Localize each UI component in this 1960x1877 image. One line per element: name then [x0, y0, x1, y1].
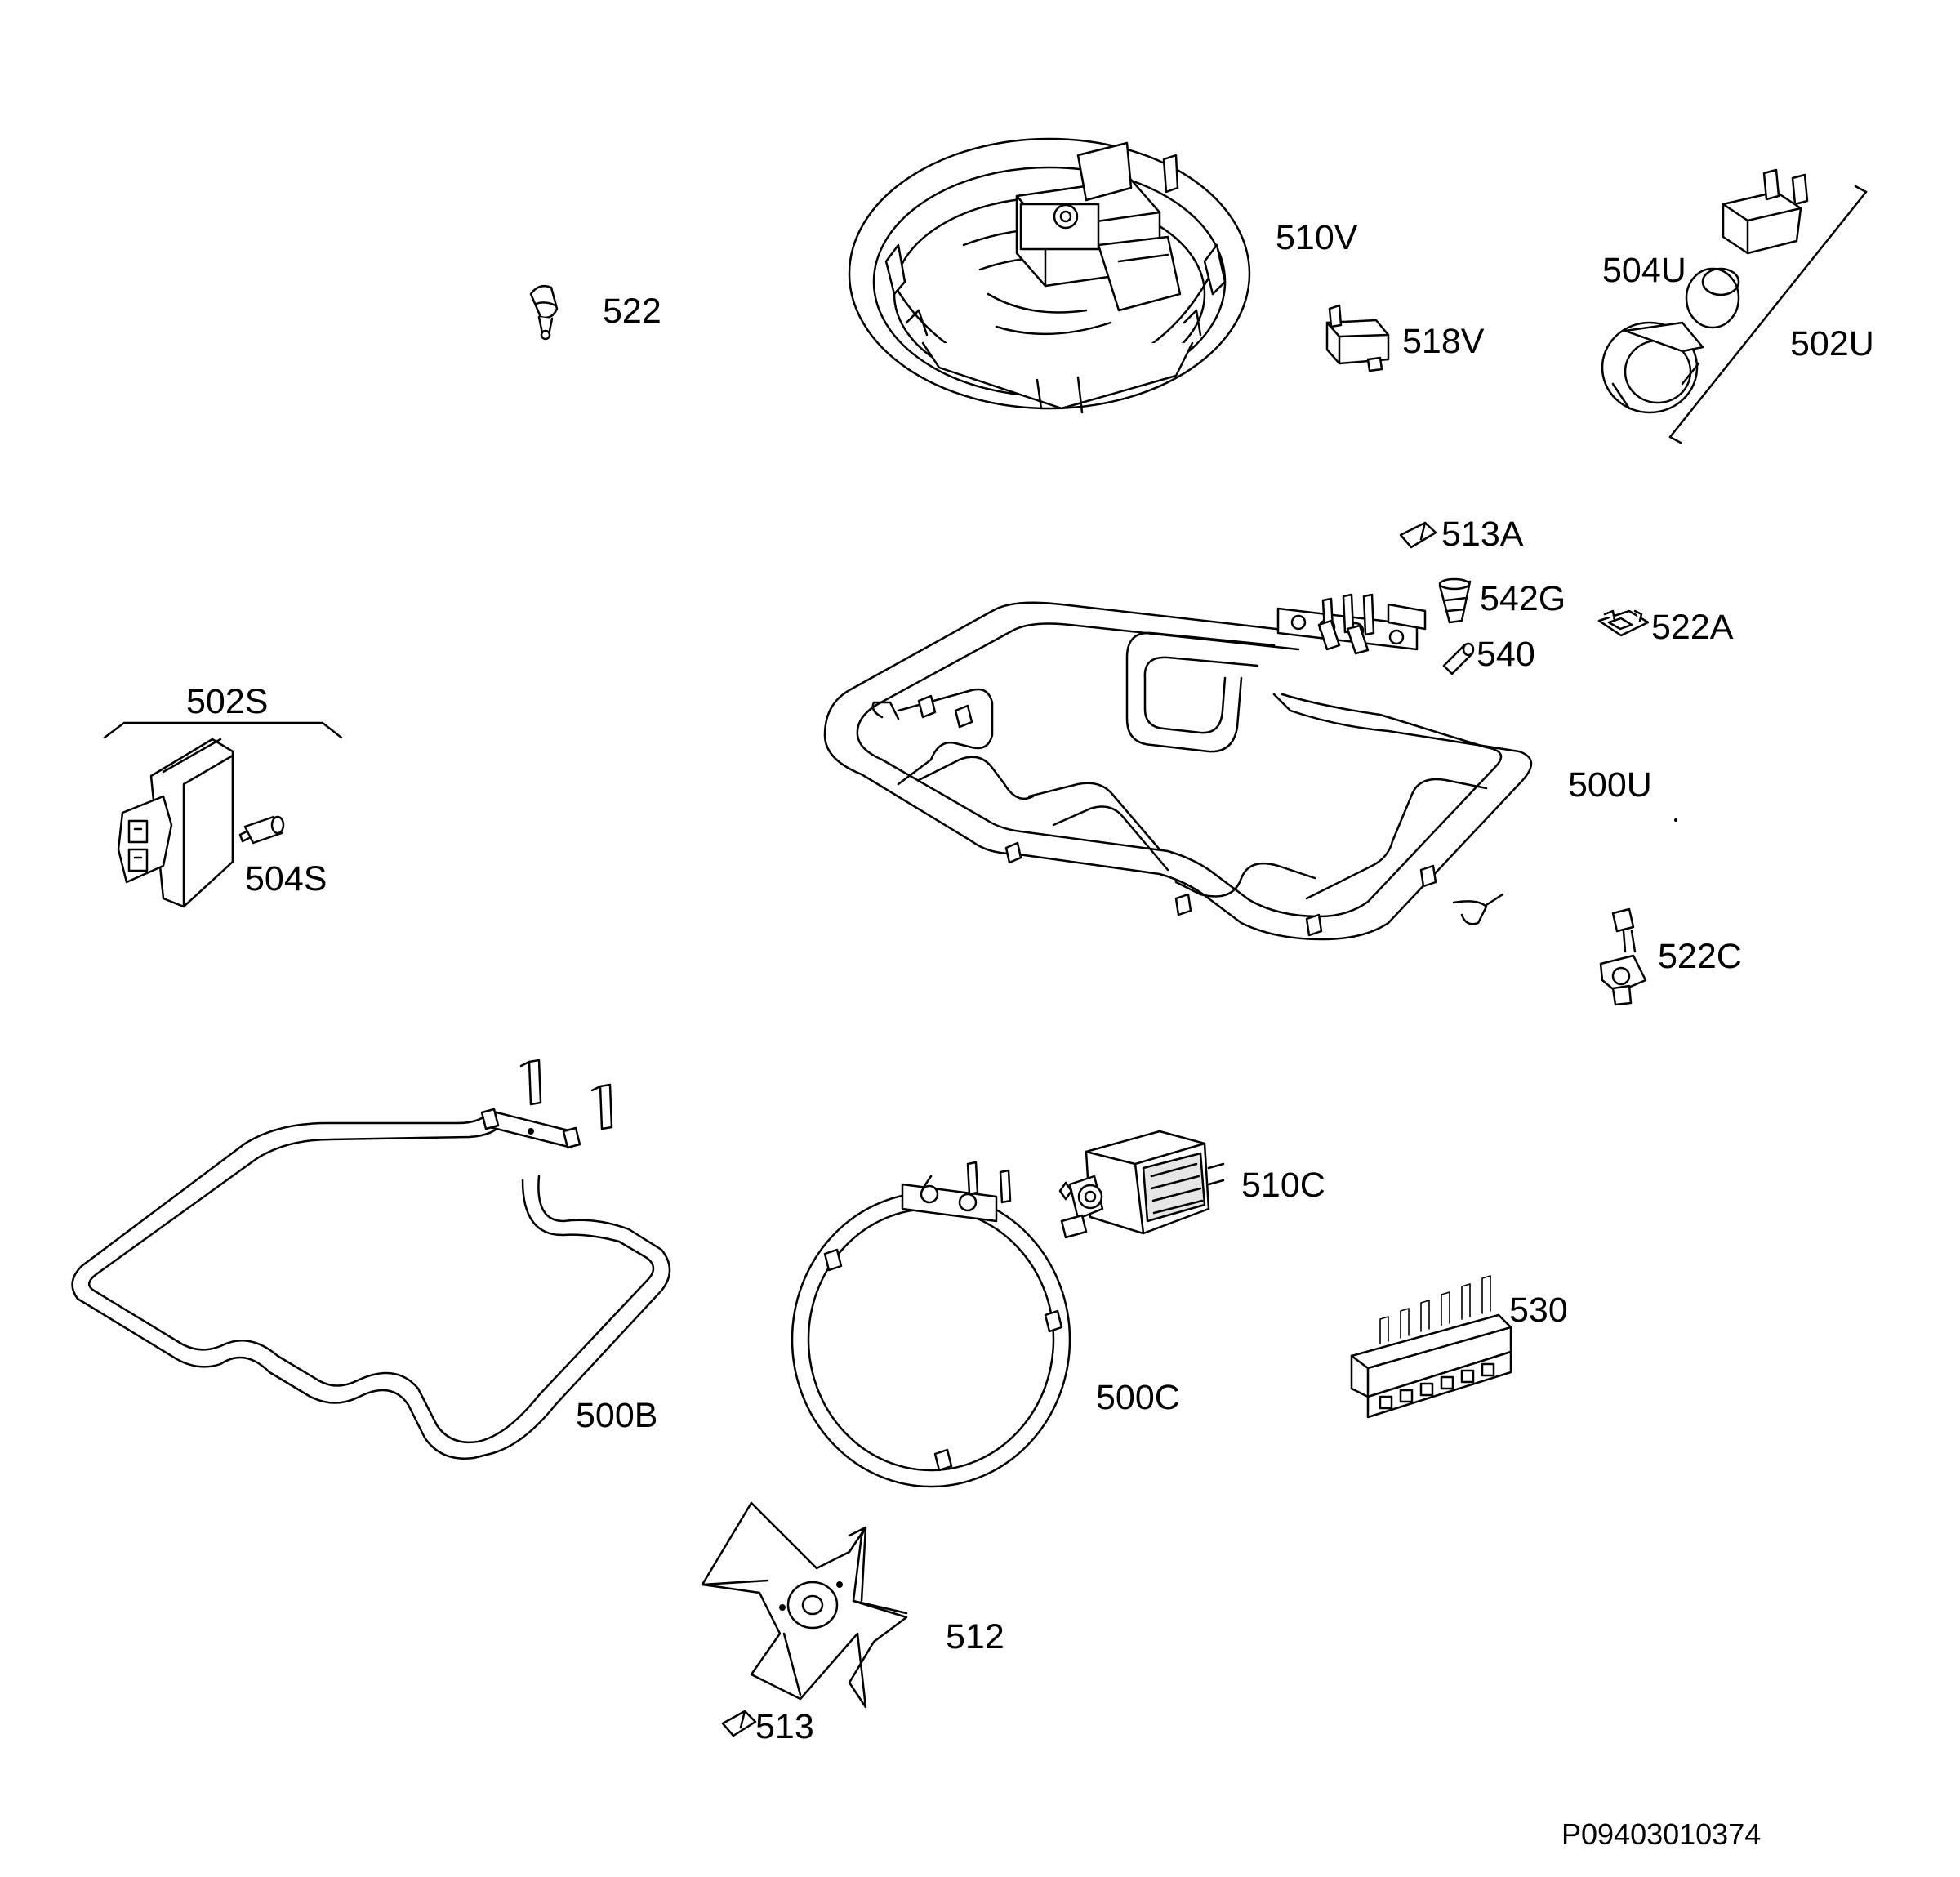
bottom-element-500b	[71, 1059, 671, 1460]
sleeve-540	[1442, 642, 1475, 675]
part-label-513: 513	[755, 1707, 814, 1746]
part-label-510c: 510C	[1241, 1166, 1325, 1205]
part-label-502s: 502S	[186, 682, 269, 721]
grill-element-500u	[823, 593, 1533, 941]
nut-513	[721, 1710, 757, 1737]
part-label-513a: 513A	[1441, 515, 1524, 554]
part-label-522c: 522C	[1658, 937, 1742, 976]
terminal-block-530	[1350, 1275, 1512, 1419]
fan-motor-assembly-510v	[848, 137, 1251, 414]
part-label-502u: 502U	[1790, 324, 1874, 363]
part-label-518v: 518V	[1402, 322, 1485, 361]
sensor-bracket-518v	[1325, 304, 1390, 372]
part-label-500c: 500C	[1096, 1378, 1180, 1417]
part-label-522: 522	[603, 292, 662, 331]
part-label-512: 512	[946, 1617, 1004, 1656]
part-label-504u: 504U	[1602, 251, 1686, 290]
part-label-500u: 500U	[1568, 765, 1652, 805]
part-label-504s: 504S	[245, 859, 327, 898]
sensor-522c	[1599, 907, 1647, 1006]
circular-element-500c	[791, 1161, 1071, 1488]
lamp-assembly-502u	[1601, 168, 1868, 444]
part-label-540: 540	[1477, 635, 1535, 674]
switch-502s	[103, 721, 343, 908]
clip-522	[529, 285, 559, 341]
part-label-500b: 500B	[576, 1396, 658, 1435]
part-label-542g: 542G	[1480, 579, 1566, 618]
clip-522a	[1597, 609, 1650, 637]
nut-513a	[1399, 521, 1437, 549]
part-label-510v: 510V	[1276, 218, 1358, 257]
fan-blade-512	[701, 1501, 908, 1709]
drawing-number: P09403010374	[1561, 1817, 1762, 1851]
motor-510c	[1058, 1130, 1225, 1239]
part-label-522a: 522A	[1651, 608, 1734, 647]
cone-542g	[1438, 577, 1472, 624]
part-label-530: 530	[1509, 1291, 1568, 1330]
